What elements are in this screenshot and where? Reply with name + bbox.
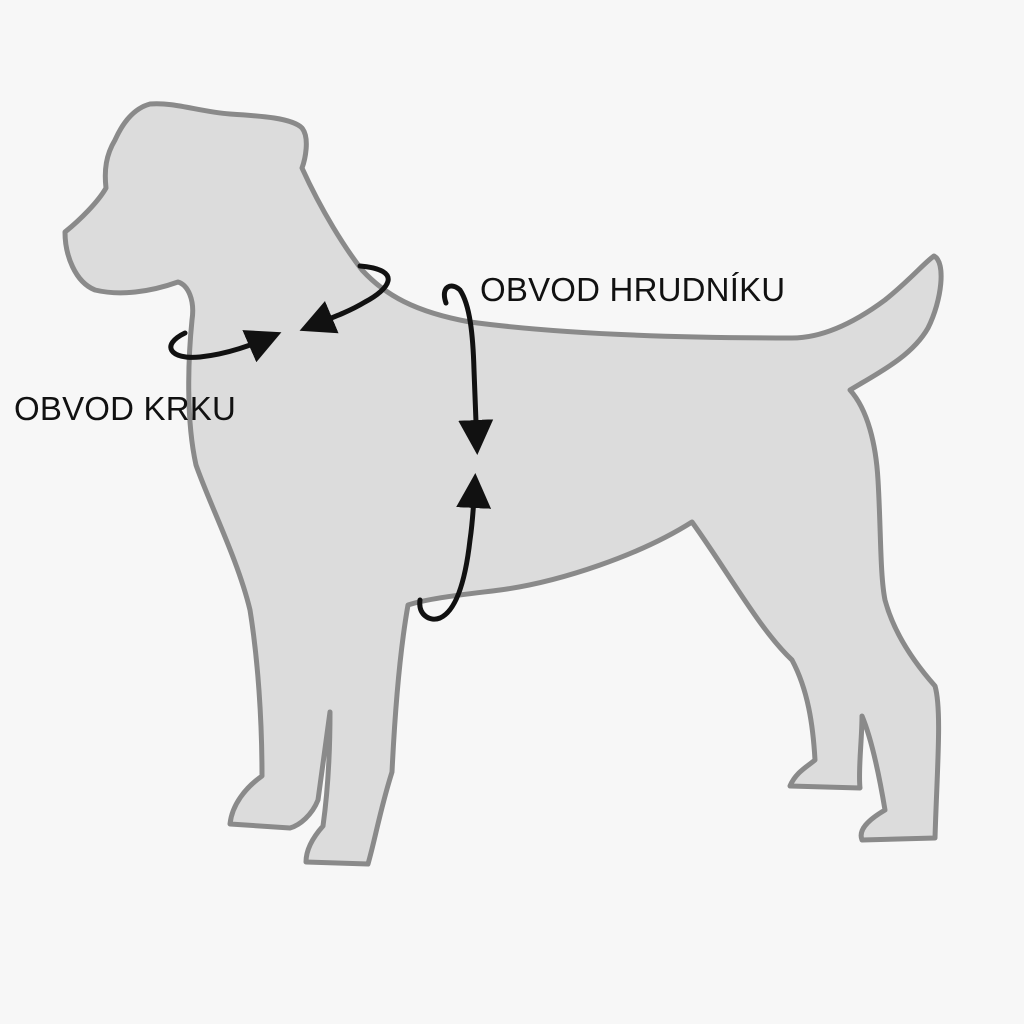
chest-arrow-bottom — [417, 473, 492, 622]
neck-arrow-right — [299, 263, 391, 334]
chest-circumference-label: OBVOD HRUDNÍKU — [480, 271, 786, 308]
neck-arrow-left — [168, 330, 282, 363]
dog-silhouette — [62, 101, 944, 867]
chest-arrow-top — [442, 283, 494, 455]
neck-circumference-label: OBVOD KRKU — [14, 390, 237, 427]
